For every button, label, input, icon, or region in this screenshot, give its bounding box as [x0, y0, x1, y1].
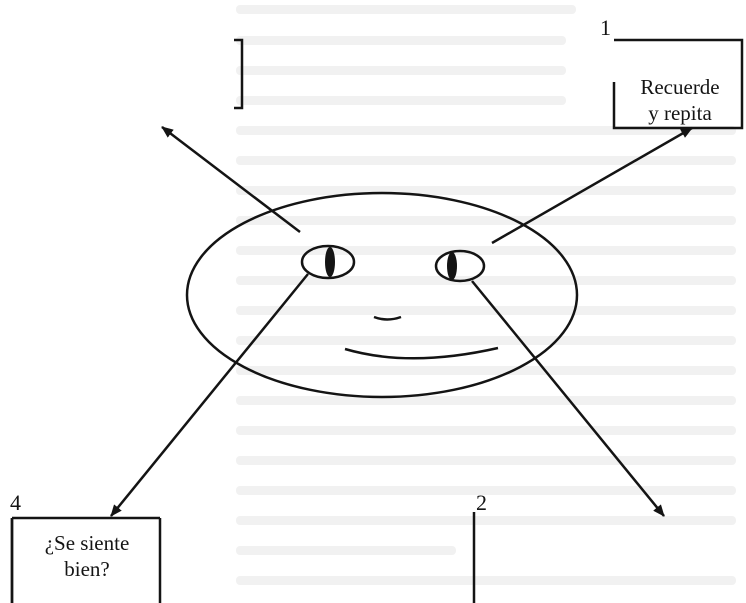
arrow-to-bottom-right — [471, 280, 665, 517]
box-1-number: 1 — [600, 15, 611, 40]
right-eye-pupil — [447, 252, 457, 280]
box-1-frame — [612, 38, 744, 130]
box-4-label-line-1: ¿Se siente — [44, 531, 130, 555]
box-1-label-line-1: Recuerde — [640, 75, 720, 99]
box-4-number: 4 — [10, 490, 21, 515]
box-4-label: ¿Se siente bien? — [14, 530, 160, 583]
box-4-label-line-2: bien? — [64, 557, 110, 582]
left-eye-outline — [300, 244, 356, 280]
box-1-label-line-2: y repita — [648, 101, 712, 126]
arrow-to-box-4 — [110, 273, 309, 517]
smile-mouth — [344, 346, 499, 360]
top-left-bracket — [234, 38, 244, 110]
nose-mark — [373, 315, 402, 321]
face-outline — [185, 191, 579, 399]
left-eye-pupil — [325, 247, 335, 277]
arrow-to-top-left — [161, 126, 301, 233]
right-eye-outline — [434, 249, 486, 283]
arrow-to-box-1 — [491, 126, 693, 245]
box-1-label: Recuerde y repita — [618, 74, 742, 127]
box-2-number: 2 — [476, 490, 487, 515]
